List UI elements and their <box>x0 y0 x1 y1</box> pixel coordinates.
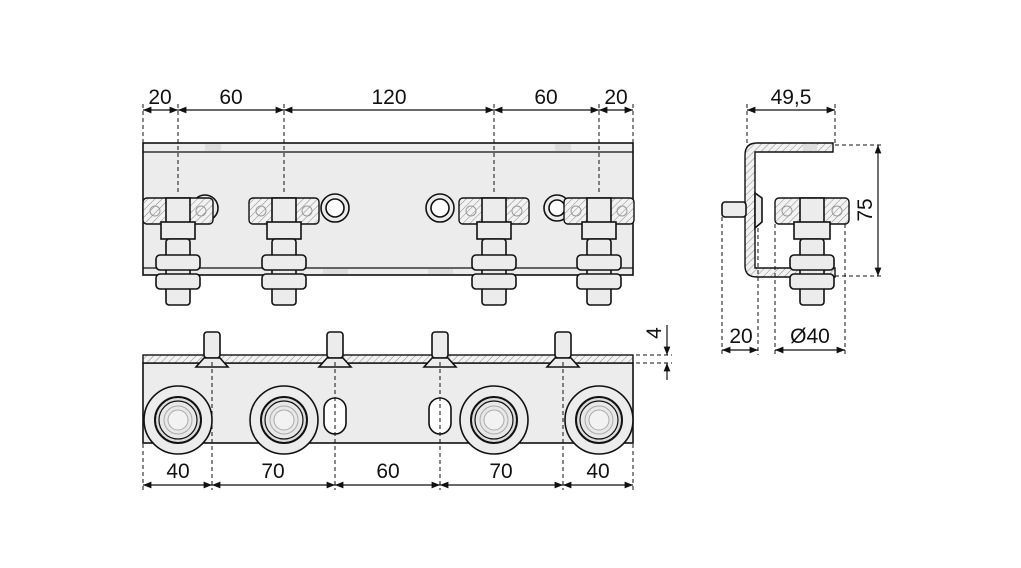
top-view: 20 60 120 60 20 <box>142 86 635 306</box>
mounting-hole <box>425 193 455 223</box>
roller-wheel <box>143 385 213 455</box>
countersunk-screw <box>422 331 458 368</box>
slot-marker <box>205 144 221 151</box>
dim-label: 70 <box>489 460 512 483</box>
roller-assembly <box>248 197 320 306</box>
dim-label: 70 <box>261 460 284 483</box>
height-label: 75 <box>854 198 877 221</box>
roller-wheel <box>564 385 634 455</box>
dim-label: 120 <box>371 86 406 109</box>
dimension-line-bottom <box>142 325 672 490</box>
dimension-line-top <box>142 104 634 195</box>
c-channel <box>744 142 836 278</box>
diameter-label: Ø40 <box>790 325 830 348</box>
roller-assembly <box>142 197 214 306</box>
slot-marker <box>555 144 571 151</box>
thickness-label: 4 <box>643 327 666 339</box>
roller-wheel <box>459 385 529 455</box>
plate <box>142 362 634 444</box>
dim-label: 60 <box>376 460 399 483</box>
bottom-view: 40 70 60 70 40 4 <box>142 325 672 490</box>
dim-label: 20 <box>148 86 171 109</box>
countersunk-screw <box>545 331 581 368</box>
countersunk-screw <box>194 331 230 368</box>
plate-section <box>142 354 634 364</box>
dim-label: 40 <box>586 460 609 483</box>
dimension-lines-side <box>721 104 882 355</box>
width-label: 49,5 <box>771 86 812 109</box>
roller-assembly <box>563 197 635 306</box>
dim-label: 20 <box>604 86 627 109</box>
dim-label: 40 <box>166 460 189 483</box>
slot-marker <box>323 269 348 274</box>
roller-assembly <box>458 197 530 306</box>
mounting-hole <box>320 193 350 223</box>
side-view: 49,5 75 20 Ø40 <box>721 86 882 355</box>
offset-label: 20 <box>729 325 752 348</box>
slot-marker <box>428 269 453 274</box>
countersunk-screw <box>317 331 353 368</box>
bolt <box>721 201 747 218</box>
dim-label: 60 <box>534 86 557 109</box>
roller-wheel <box>249 385 319 455</box>
dim-label: 60 <box>219 86 242 109</box>
